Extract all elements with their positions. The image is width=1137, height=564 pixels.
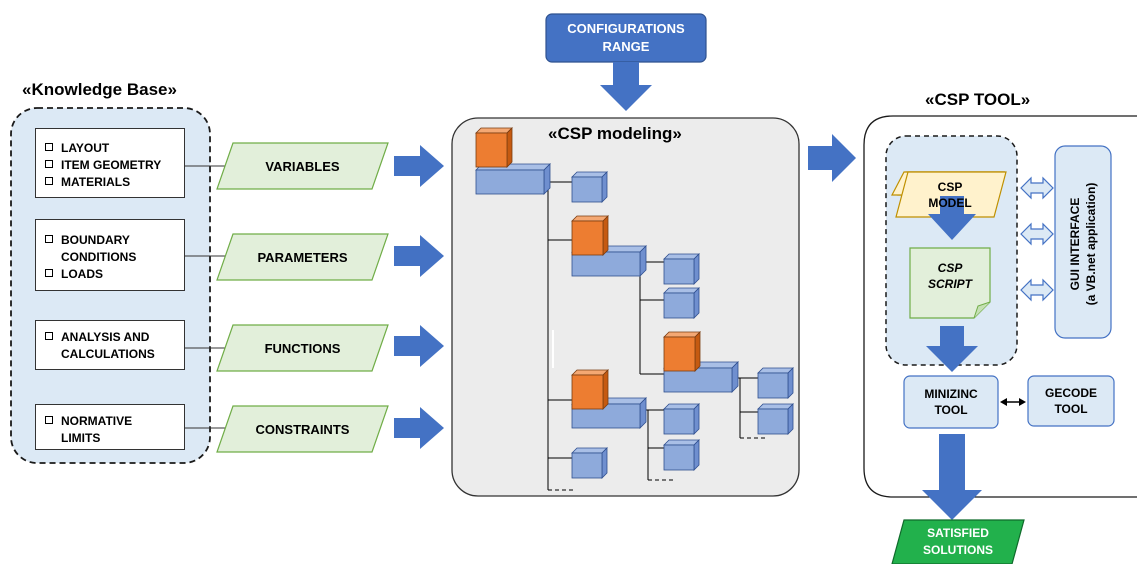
leaf-node-5: [757, 403, 794, 435]
child-cube-3: [571, 369, 609, 410]
kb-item: LAYOUT: [45, 140, 184, 157]
checkbox-icon: [45, 143, 53, 151]
checkbox-icon: [45, 235, 53, 243]
kb-item: NORMATIVE LIMITS: [45, 413, 184, 447]
csp-modeling-title: «CSP modeling»: [548, 124, 682, 143]
checkbox-icon: [45, 177, 53, 185]
root-cube: [475, 127, 513, 168]
checkbox-icon: [45, 160, 53, 168]
kb-item: ANALYSIS AND CALCULATIONS: [45, 329, 184, 363]
csp-script-label: CSP SCRIPT: [927, 261, 972, 291]
gui-interface-box: [1054, 145, 1112, 339]
csp-model-para: [895, 171, 1007, 218]
csp-tree-dashed: [548, 437, 766, 491]
configurations-range-label: CONFIGURATIONS RANGE: [567, 21, 685, 54]
kb-box-conditions: BOUNDARY CONDITIONS LOADS: [35, 219, 185, 291]
modeling-to-tool-arrow: [808, 134, 856, 182]
checkbox-icon: [45, 332, 53, 340]
csp-tree-lines: [544, 181, 758, 490]
kb-box-analysis: ANALYSIS AND CALCULATIONS: [35, 320, 185, 370]
child-cube-2: [663, 331, 701, 372]
input-arrows: [394, 145, 444, 449]
leaf-node-8: [571, 447, 608, 479]
leaf-node-7: [663, 439, 700, 471]
csp-elements: [216, 142, 389, 453]
satisfied-solutions-label: SATISFIED SOLUTIONS: [922, 526, 993, 557]
constraints-label: CONSTRAINTS: [255, 421, 350, 437]
root-slab: [475, 163, 551, 195]
csp-modeling-panel: [451, 117, 800, 497]
variables-shape: [216, 142, 389, 190]
kb-item: LOADS: [45, 266, 184, 283]
kb-item: BOUNDARY CONDITIONS: [45, 232, 184, 266]
satisfied-solutions-shape: [891, 519, 1025, 564]
checkbox-icon: [45, 269, 53, 277]
child-cube-1: [571, 215, 609, 256]
leaf-node-1: [571, 171, 608, 203]
functions-shape: [216, 324, 389, 372]
functions-label: FUNCTIONS: [264, 340, 341, 356]
variables-label: VARIABLES: [265, 158, 340, 174]
minizinc-to-output-arrow: [922, 434, 982, 520]
configurations-arrow: [600, 62, 652, 111]
parameters-shape: [216, 233, 389, 281]
script-to-minizinc-arrow: [926, 326, 978, 372]
minizinc-gecode-link: [1000, 398, 1026, 406]
leaf-node-3: [663, 287, 700, 319]
csp-tool-title: «CSP TOOL»: [925, 90, 1031, 109]
gui-interface-label: GUI INTERFACE (a VB.net application): [1068, 182, 1098, 306]
kb-box-limits: NORMATIVE LIMITS: [35, 404, 185, 450]
leaf-node-6: [663, 403, 700, 435]
gui-double-arrows: [1020, 176, 1054, 302]
model-to-script-arrow: [928, 196, 976, 240]
csp-model-label: CSP MODEL: [928, 179, 972, 210]
minizinc-box: [903, 375, 999, 429]
kb-box-geometry: LAYOUT ITEM GEOMETRY MATERIALS: [35, 128, 185, 198]
kb-item: ITEM GEOMETRY: [45, 157, 184, 174]
knowledge-base-title: «Knowledge Base»: [22, 80, 177, 99]
leaf-node-2: [663, 253, 700, 285]
gecode-label: GECODE TOOL: [1044, 386, 1097, 416]
gecode-box: [1027, 375, 1115, 427]
checkbox-icon: [45, 416, 53, 424]
parameters-label: PARAMETERS: [257, 249, 348, 265]
kb-item: MATERIALS: [45, 174, 184, 191]
leaf-node-4: [757, 367, 794, 399]
minizinc-label: MINIZINC TOOL: [924, 387, 978, 417]
constraints-shape: [216, 405, 389, 453]
